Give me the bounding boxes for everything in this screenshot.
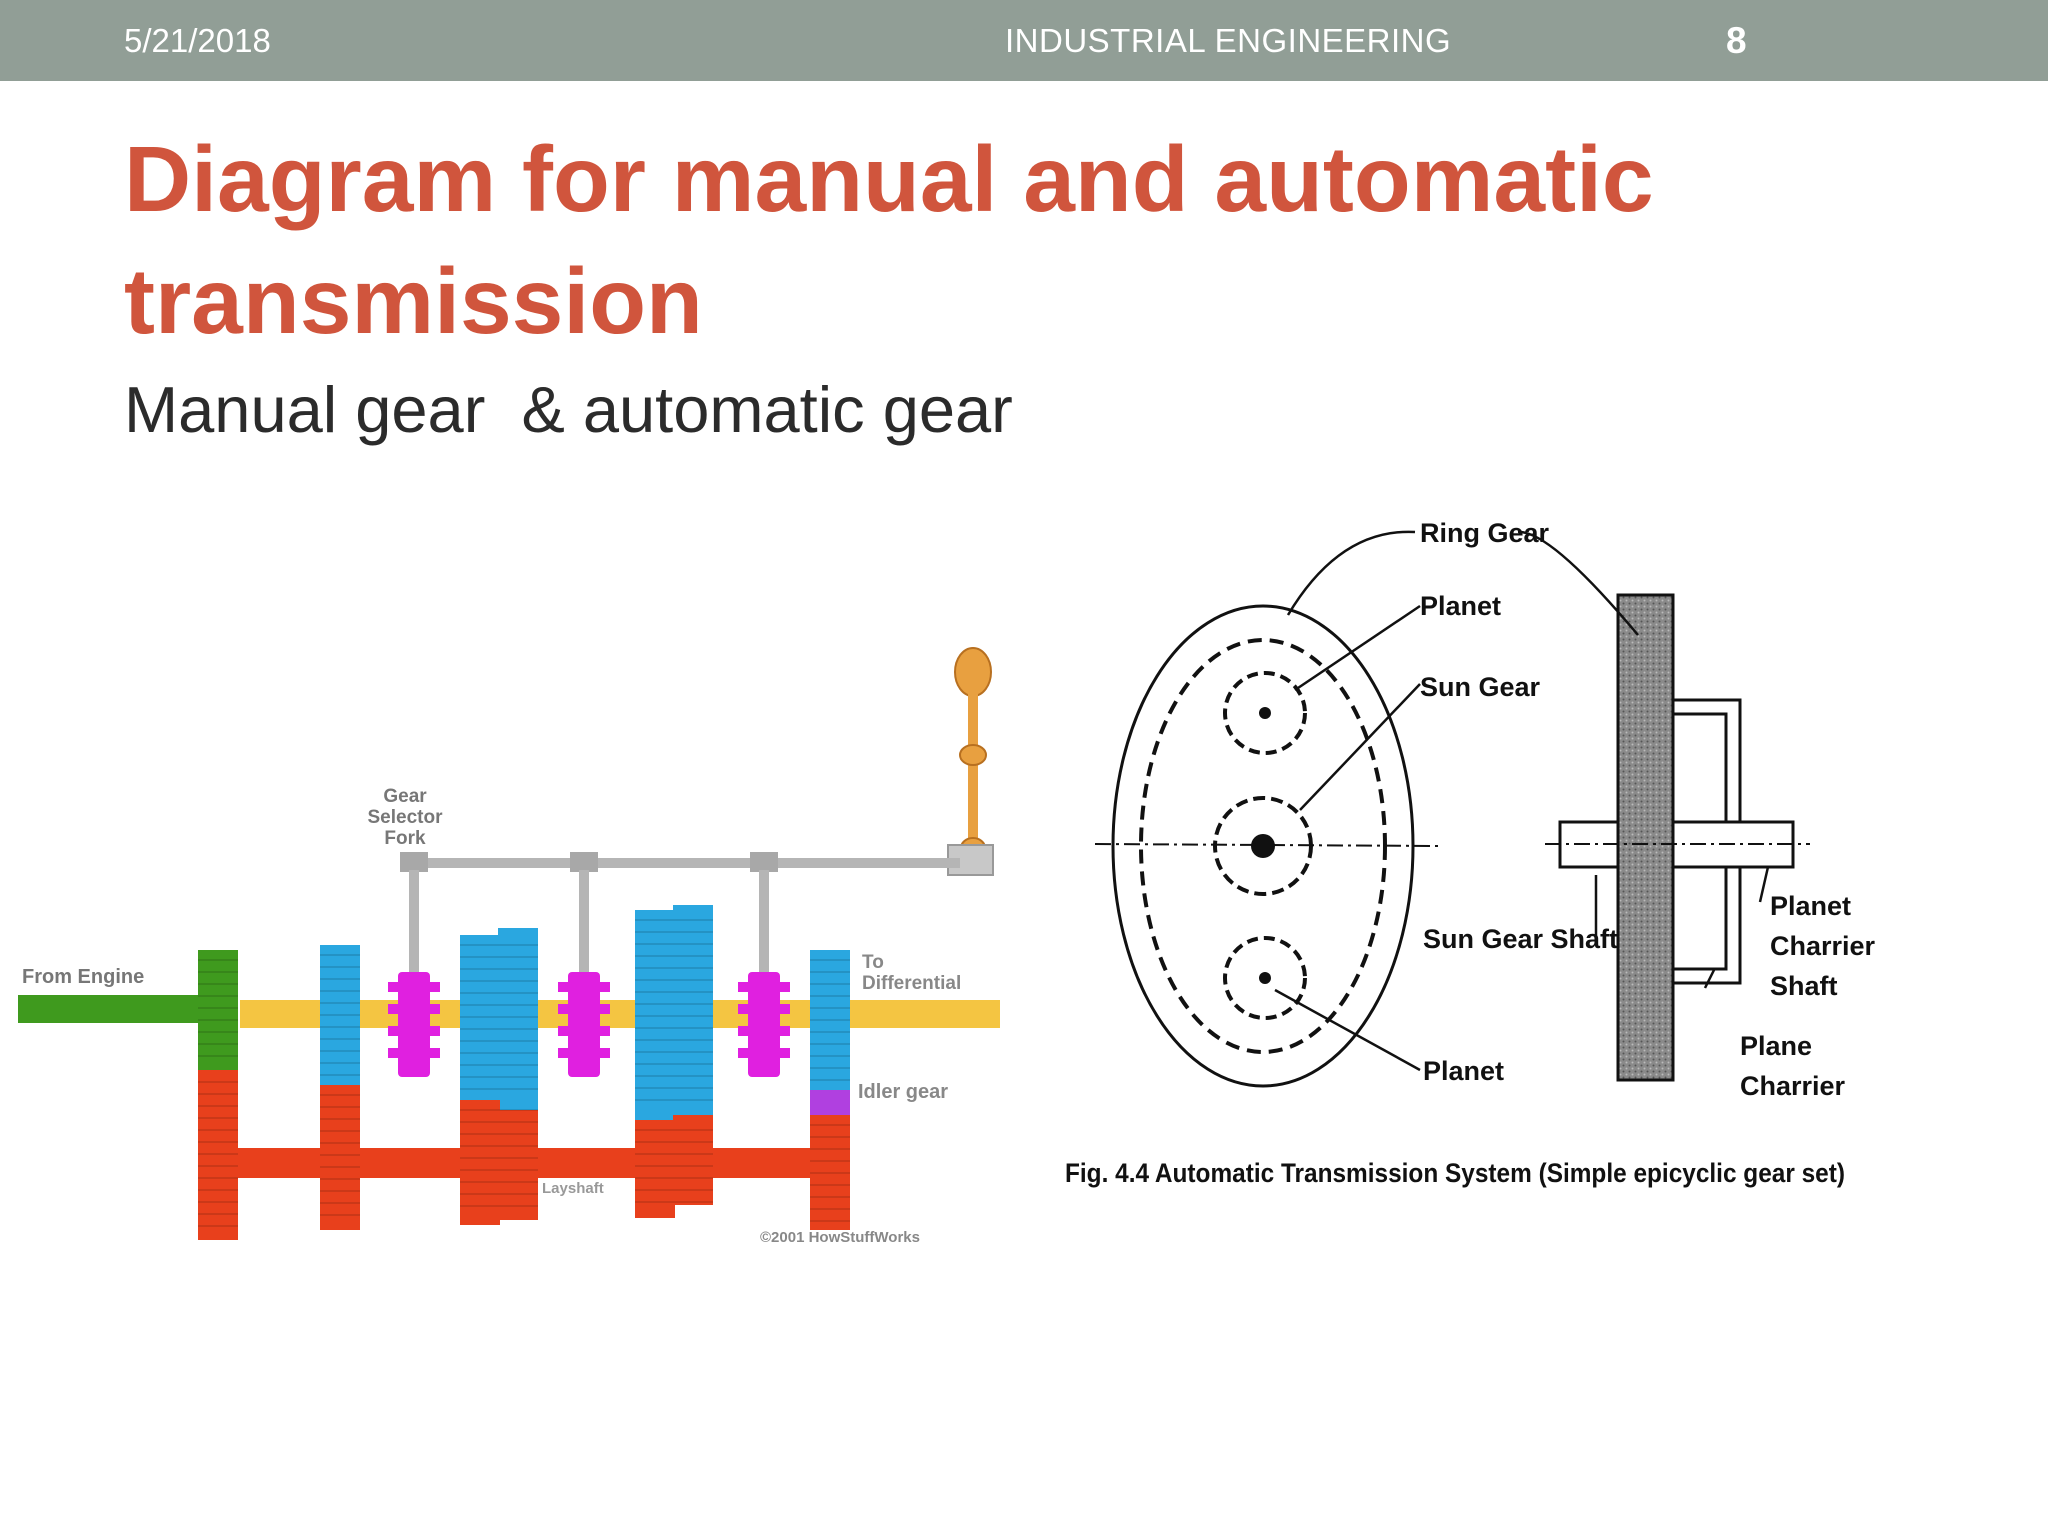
synchro-collar-3 [738, 972, 790, 1077]
gear-shift-lever [947, 647, 994, 876]
label-sun-gear-shaft: Sun Gear Shaft [1423, 924, 1618, 954]
label-planet-charrier-shaft-1: Planet [1770, 891, 1851, 921]
shift-rod [400, 852, 960, 980]
slide-subtitle: Manual gear & automatic gear [124, 373, 1013, 446]
label-ring-gear: Ring Gear [1420, 518, 1550, 548]
planetary-gear-diagram: Ring Gear Planet Sun Gear Sun Gear Shaft… [1065, 518, 1876, 1188]
label-to-differential-2: Differential [862, 973, 961, 994]
label-to-differential-1: To [862, 952, 884, 973]
label-from-engine: From Engine [22, 966, 144, 988]
gear-pair-2 [460, 928, 538, 1225]
slide-date: 5/21/2018 [124, 22, 271, 59]
synchro-collar-2 [558, 972, 610, 1077]
slide-title: Diagram for manual and automatic transmi… [124, 127, 1654, 353]
label-gear-selector-fork-1: Gear [383, 786, 427, 807]
reverse-gear [810, 950, 850, 1230]
label-gear-selector-fork-3: Fork [384, 828, 426, 849]
label-planet-charrier-shaft-2: Charrier [1770, 931, 1876, 961]
label-planet-charrier-shaft-3: Shaft [1770, 971, 1838, 1001]
ring-gear-outer [1111, 604, 1415, 1088]
header-title: INDUSTRIAL ENGINEERING [1005, 22, 1452, 59]
label-gear-selector-fork-2: Selector [368, 807, 444, 828]
label-idler-gear: Idler gear [858, 1081, 948, 1103]
page-number: 8 [1726, 20, 1747, 61]
label-copyright: ©2001 HowStuffWorks [760, 1229, 920, 1246]
planet-gear-top [1223, 671, 1307, 755]
label-sun-gear: Sun Gear [1420, 672, 1541, 702]
figure-caption: Fig. 4.4 Automatic Transmission System (… [1065, 1158, 1845, 1188]
label-layshaft: Layshaft [542, 1180, 604, 1197]
layshaft-gear-1 [198, 1070, 238, 1240]
leader-lines-side [1517, 530, 1770, 989]
synchro-collar-1 [388, 972, 440, 1077]
label-plane-charrier-2: Charrier [1740, 1071, 1846, 1101]
label-plane-charrier-1: Plane [1740, 1031, 1812, 1061]
gear-pair-1 [320, 945, 360, 1230]
planet-gear-bottom [1223, 936, 1307, 1020]
leader-lines-front [1274, 530, 1421, 1072]
ring-gear-side [1616, 593, 1675, 1082]
planetary-side-view [1545, 593, 1810, 1082]
manual-gearbox-diagram: From Engine Gear Selector Fork To Differ… [18, 647, 1000, 1246]
slide-header: 5/21/2018 INDUSTRIAL ENGINEERING 8 [0, 0, 2048, 81]
gear-teeth-lines [198, 919, 850, 1227]
label-planet-bottom: Planet [1423, 1056, 1504, 1086]
gear-pair-3 [635, 905, 713, 1218]
label-planet-top: Planet [1420, 591, 1501, 621]
input-shaft [18, 995, 208, 1023]
input-gear [198, 950, 238, 1070]
output-shaft [240, 1000, 1000, 1028]
